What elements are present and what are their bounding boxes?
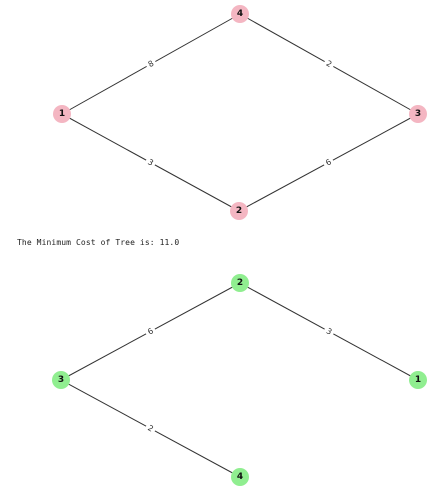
- tree-node-2: [231, 274, 249, 292]
- tree-node-label-3: 3: [58, 375, 64, 385]
- original-edge-weight-1-4: 8: [147, 59, 156, 69]
- original-node-label-4: 4: [237, 9, 243, 19]
- tree-node-label-1: 1: [415, 375, 421, 385]
- tree-node-1: [409, 371, 427, 389]
- original-edge-weight-1-2: 3: [146, 157, 155, 167]
- minimum-cost-text: The Minimum Cost of Tree is: 11.0: [17, 238, 179, 247]
- tree-node-label-4: 4: [237, 472, 243, 482]
- original-edge-weight-4-3: 2: [325, 59, 334, 69]
- original-edge-label-bg-1-4: [144, 57, 158, 71]
- minimum-cost-value: 11.0: [159, 238, 180, 247]
- original-node-label-1: 1: [59, 109, 65, 119]
- original-edge-label-bg-4-3: [322, 57, 336, 71]
- original-node-3: [409, 105, 427, 123]
- original-graph: 8 2 3 6 1 2 3 4: [53, 5, 427, 220]
- tree-edge-label-bg-2-3: [143, 324, 158, 339]
- tree-edges: 6 3 2: [60, 282, 419, 478]
- tree-node-4: [231, 468, 249, 486]
- minimum-cost-label: The Minimum Cost of Tree is:: [17, 238, 155, 247]
- original-edge-label-bg-2-3: [321, 155, 336, 170]
- tree-edge-weight-2-3: 6: [146, 326, 155, 336]
- tree-edge-weight-2-1: 3: [325, 326, 334, 336]
- original-edge-label-bg-1-2: [143, 155, 158, 170]
- original-edge-weight-2-3: 6: [324, 157, 333, 167]
- minimum-spanning-tree-graph: 6 3 2 2 3 1 4: [52, 274, 427, 486]
- original-nodes: 1 2 3 4: [53, 5, 427, 220]
- original-edges: 8 2 3 6: [61, 13, 419, 212]
- tree-node-3: [52, 371, 70, 389]
- original-node-1: [53, 105, 71, 123]
- tree-edge-weight-3-4: 2: [146, 423, 155, 433]
- tree-edge-label-bg-3-4: [143, 421, 158, 436]
- tree-nodes: 2 3 1 4: [52, 274, 427, 486]
- original-node-label-3: 3: [415, 109, 421, 119]
- original-node-4: [231, 5, 249, 23]
- original-node-2: [230, 202, 248, 220]
- tree-edge-label-bg-2-1: [322, 324, 336, 339]
- tree-node-label-2: 2: [237, 278, 243, 288]
- original-node-label-2: 2: [236, 206, 242, 216]
